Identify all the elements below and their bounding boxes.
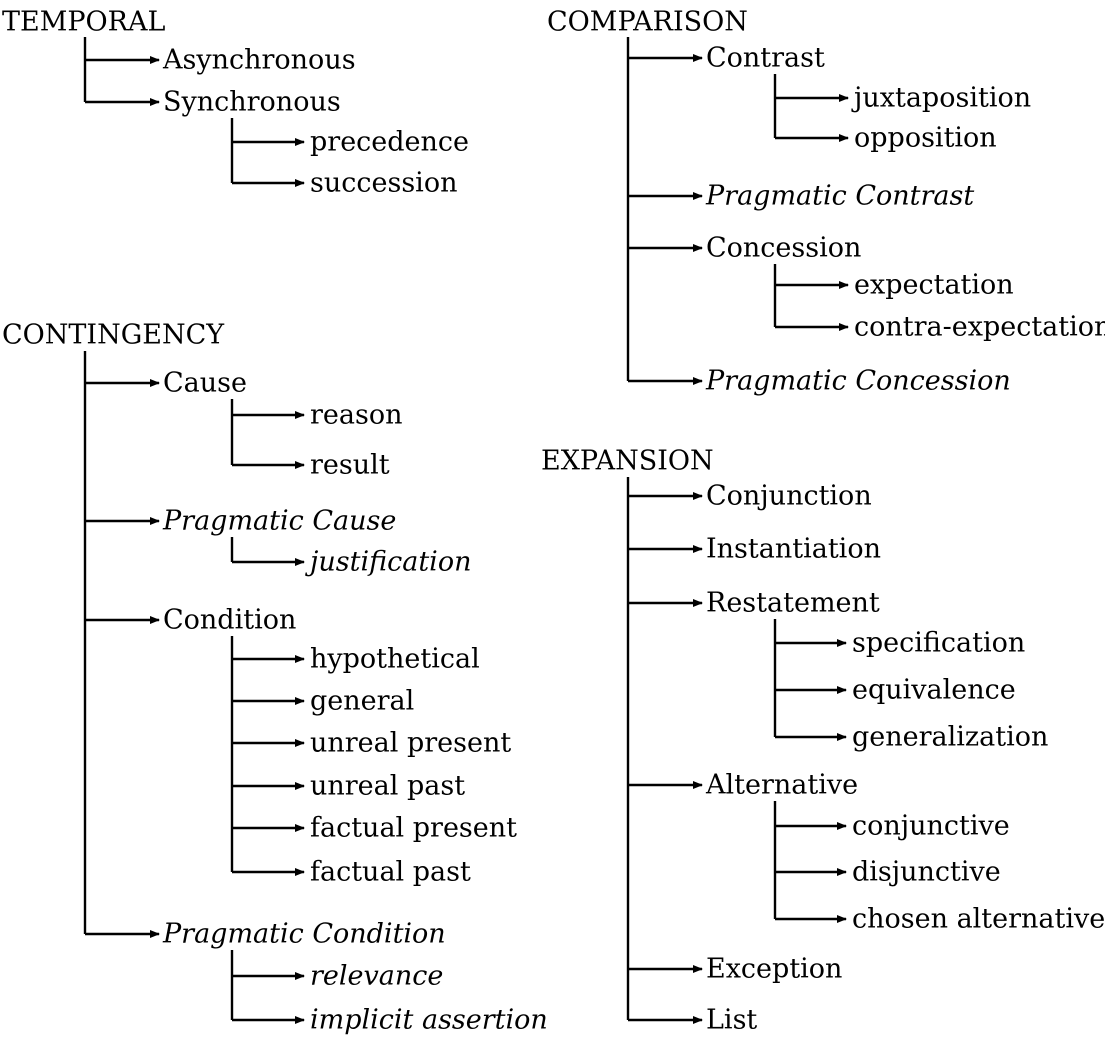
subtype-factual-past: factual past bbox=[310, 856, 471, 888]
subtype-disjunctive: disjunctive bbox=[852, 856, 1001, 888]
subtype-unreal-past: unreal past bbox=[310, 770, 466, 802]
subtype-juxtaposition: juxtaposition bbox=[854, 82, 1032, 114]
subtype-general: general bbox=[310, 685, 415, 717]
type-condition: Condition bbox=[163, 604, 297, 636]
subtype-justification: justification bbox=[310, 546, 472, 578]
type-pragmatic-contrast: Pragmatic Contrast bbox=[706, 180, 975, 212]
contingency-class-title: CONTINGENCY bbox=[2, 319, 225, 351]
subtype-result: result bbox=[310, 449, 390, 481]
subtype-precedence: precedence bbox=[310, 126, 470, 158]
subtype-expectation: expectation bbox=[854, 269, 1014, 301]
type-cause: Cause bbox=[163, 367, 247, 399]
subtype-generalization: generalization bbox=[852, 721, 1049, 753]
type-contrast: Contrast bbox=[706, 42, 825, 74]
subtype-unreal-present: unreal present bbox=[310, 727, 512, 759]
type-pragmatic-concession: Pragmatic Concession bbox=[706, 365, 1011, 397]
subtype-contra-expectation: contra-expectation bbox=[854, 311, 1105, 343]
type-restatement: Restatement bbox=[706, 587, 880, 619]
type-asynchronous: Asynchronous bbox=[163, 44, 356, 76]
subtype-chosen-alternative: chosen alternative bbox=[852, 903, 1105, 935]
subtype-reason: reason bbox=[310, 399, 403, 431]
type-instantiation: Instantiation bbox=[706, 533, 881, 565]
subtype-equivalence: equivalence bbox=[852, 674, 1016, 706]
subtype-factual-present: factual present bbox=[310, 812, 518, 844]
subtype-opposition: opposition bbox=[854, 122, 997, 154]
subtype-conjunctive: conjunctive bbox=[852, 810, 1010, 842]
subtype-hypothetical: hypothetical bbox=[310, 643, 480, 675]
type-list: List bbox=[706, 1004, 758, 1036]
type-exception: Exception bbox=[706, 953, 843, 985]
type-alternative: Alternative bbox=[706, 769, 859, 801]
type-pragmatic-cause: Pragmatic Cause bbox=[163, 505, 397, 537]
temporal-class-title: TEMPORAL bbox=[2, 6, 166, 38]
subtype-specification: specification bbox=[852, 627, 1026, 659]
subtype-implicit-assertion: implicit assertion bbox=[310, 1004, 548, 1036]
expansion-class-title: EXPANSION bbox=[541, 445, 714, 477]
type-synchronous: Synchronous bbox=[163, 86, 341, 118]
type-conjunction: Conjunction bbox=[706, 480, 872, 512]
type-pragmatic-condition: Pragmatic Condition bbox=[163, 918, 446, 950]
subtype-succession: succession bbox=[310, 167, 458, 199]
comparison-class-title: COMPARISON bbox=[547, 6, 748, 38]
subtype-relevance: relevance bbox=[310, 960, 444, 992]
type-concession: Concession bbox=[706, 232, 862, 264]
